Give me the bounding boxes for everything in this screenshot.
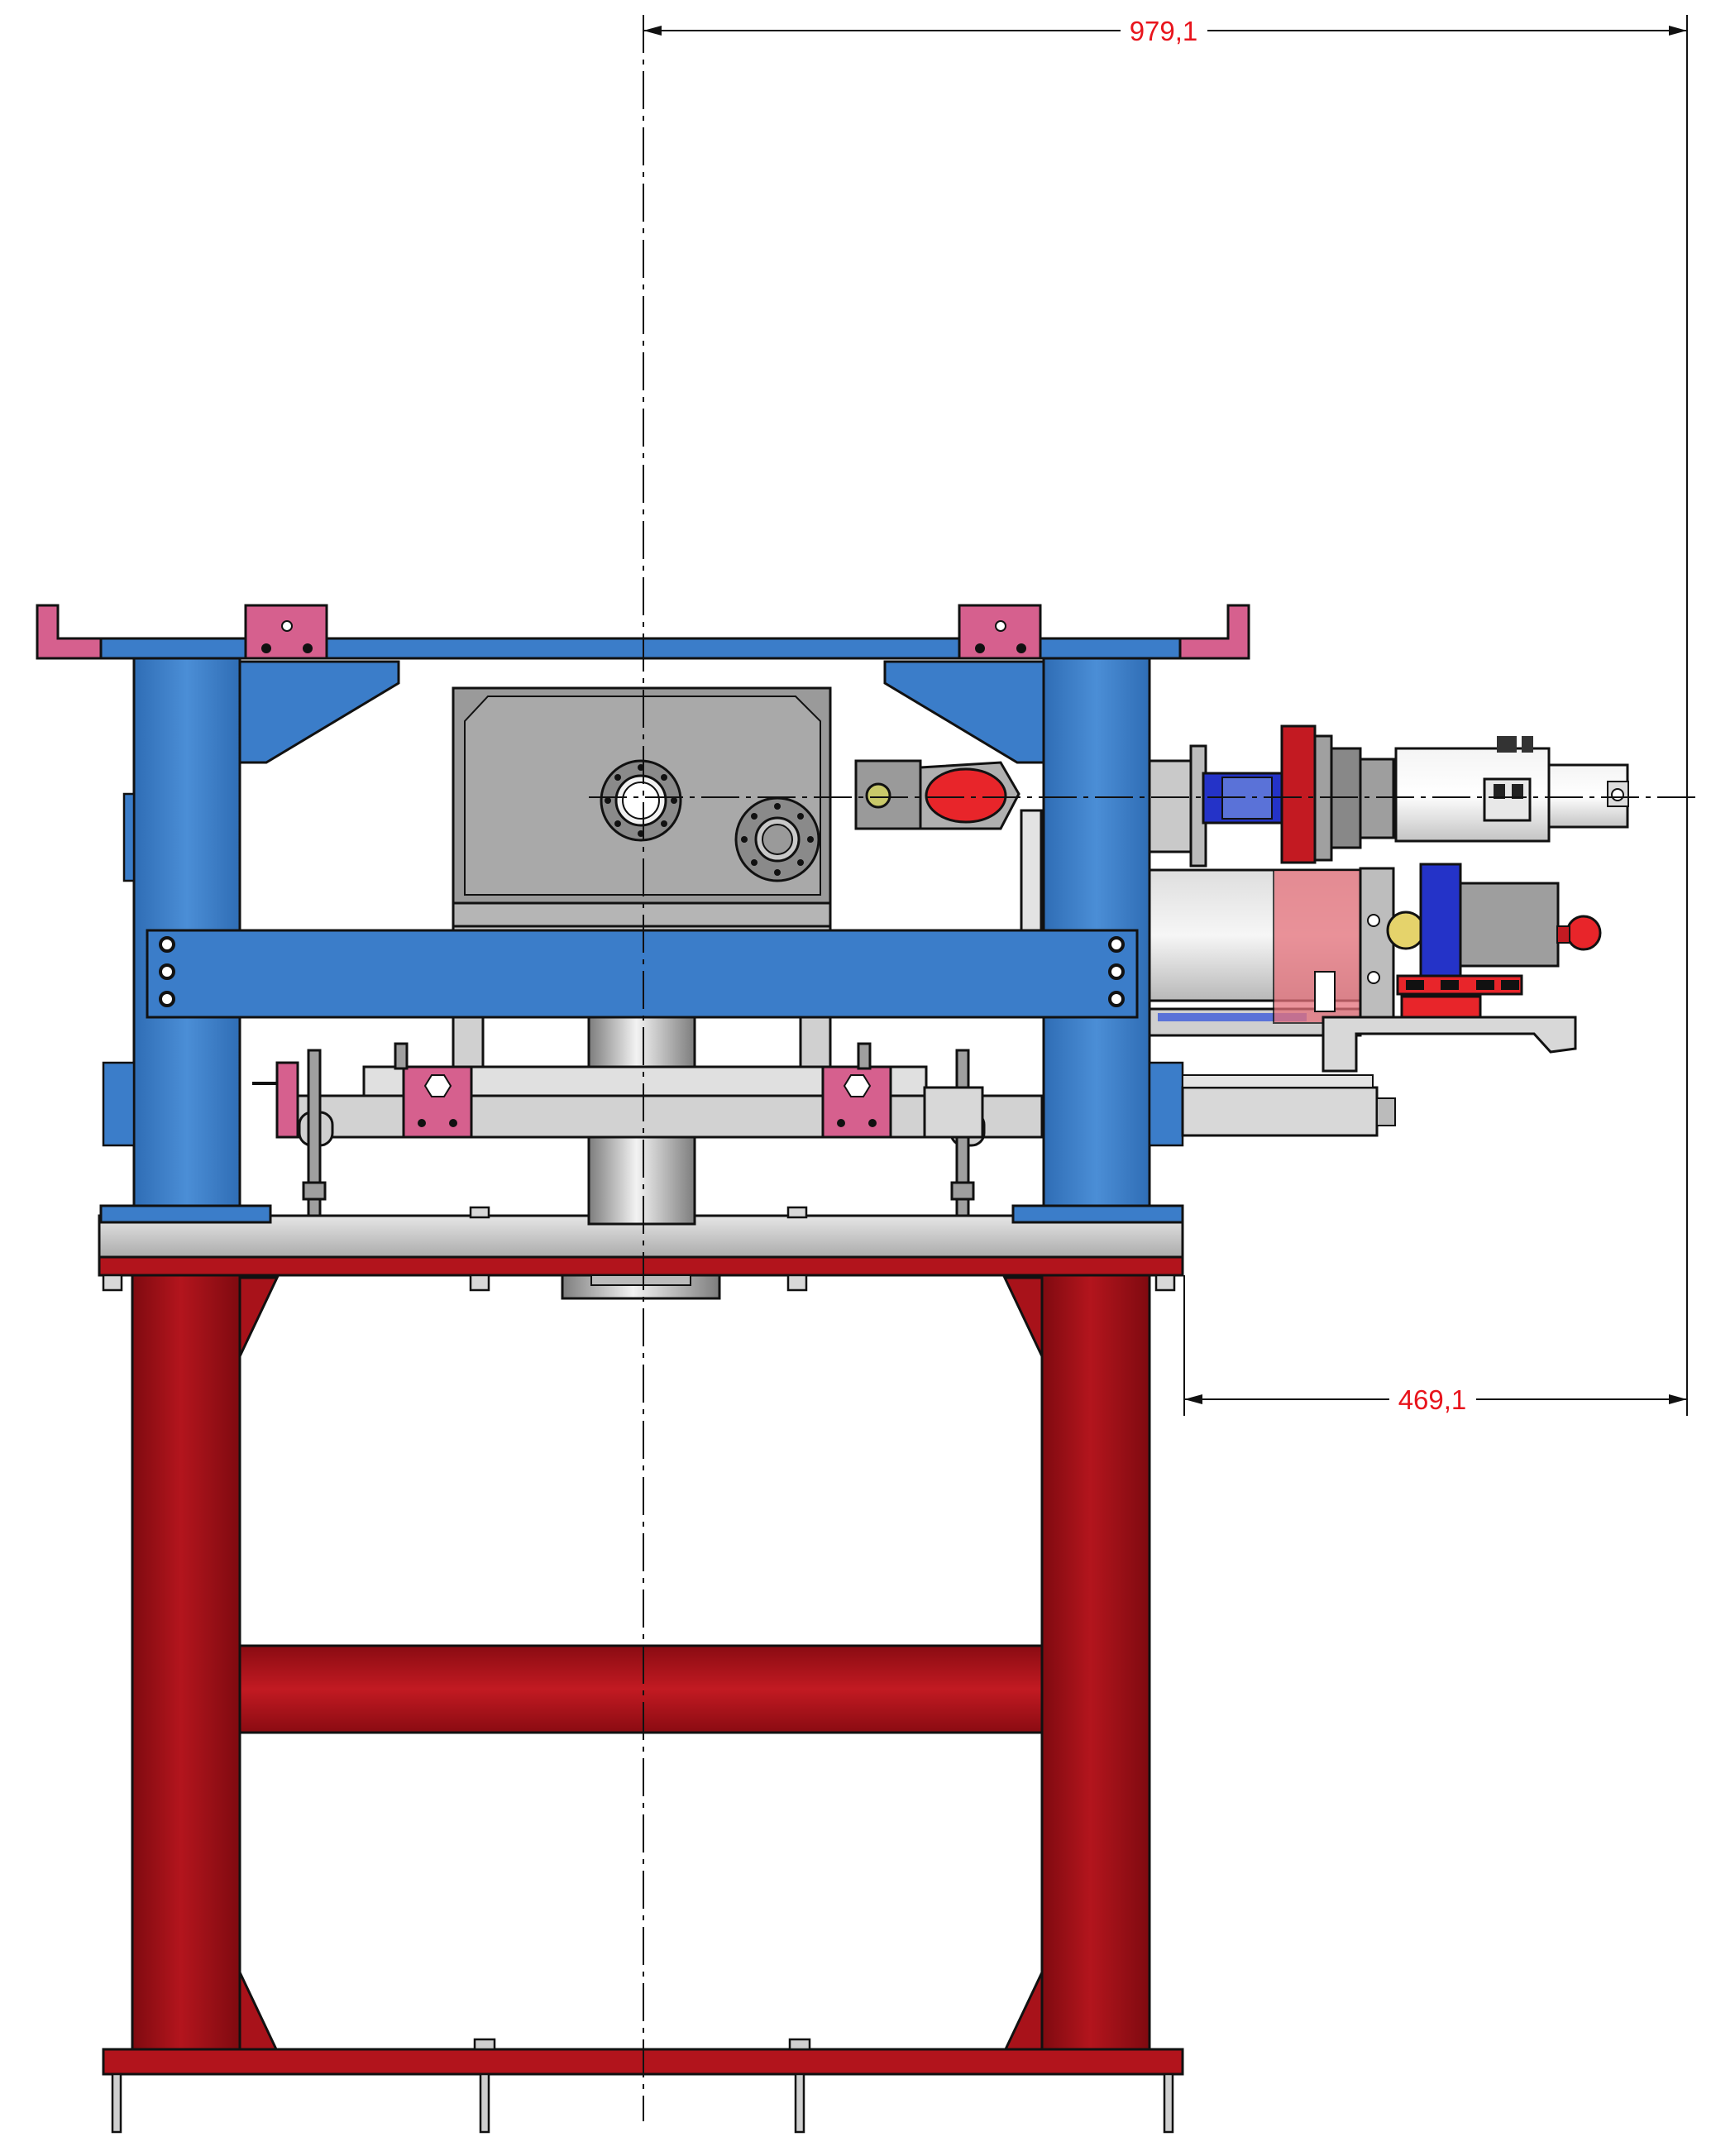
foot-bolts <box>111 2038 1174 2134</box>
red-lower-plate <box>98 1255 1184 1277</box>
linear-actuator <box>1148 863 1602 1137</box>
top-clamp-left <box>244 604 328 660</box>
actuator-bracket <box>1322 1016 1577 1073</box>
handwheel-red <box>1565 915 1602 951</box>
dimension-arrows <box>643 26 1687 1404</box>
plate-bolts <box>102 1206 1176 1292</box>
mid-cross-beam <box>146 929 1139 1019</box>
shaft-flange-neck <box>590 1274 691 1286</box>
upper-gusset-left <box>238 660 400 764</box>
levelling-end-left <box>275 1061 299 1139</box>
servo-motor <box>1394 747 1551 843</box>
motor-assembly <box>1148 724 1629 868</box>
gusset-bottom-left <box>238 1972 280 2053</box>
actuator-rail <box>1181 1086 1379 1137</box>
gusset-top-left <box>238 1276 280 1357</box>
motor-flange-red <box>1280 724 1317 864</box>
gearbox-base <box>452 900 832 928</box>
column-foot-left <box>99 1204 272 1224</box>
column-pad-left-upper <box>122 792 136 882</box>
sensor-unit <box>854 759 1020 830</box>
actuator-end-block <box>1359 867 1395 1031</box>
hook-right <box>1178 604 1250 660</box>
motor-blue-block <box>1419 863 1462 978</box>
column-pad-right-lower <box>1148 1061 1184 1147</box>
hook-left <box>36 604 103 660</box>
actuator-motor <box>1459 882 1560 968</box>
shaft-flange <box>561 1274 721 1300</box>
strut-vertical-right <box>1020 809 1043 932</box>
lower-cross-brace <box>238 1644 1044 1734</box>
gearbox-output-secondary <box>734 796 820 882</box>
gusset-bottom-right <box>1002 1972 1044 2053</box>
lower-leg-left <box>131 1268 241 2065</box>
middle-plate <box>98 1206 1184 1300</box>
bracket-left <box>402 1065 473 1139</box>
upper-gusset-right <box>883 660 1045 764</box>
center-lines <box>589 15 1695 2121</box>
lower-leg-right <box>1040 1268 1151 2065</box>
dimension-label-overhang: 469,1 <box>1398 1384 1467 1415</box>
lower-stand <box>102 1268 1184 2134</box>
gearbox <box>452 686 832 940</box>
levelling-right-block <box>923 1086 984 1139</box>
column-foot-right <box>1011 1204 1184 1224</box>
valve-red-cap <box>925 767 1007 824</box>
levelling-assembly <box>252 1042 1044 1217</box>
top-clamp-right <box>958 604 1042 660</box>
bracket-right <box>821 1065 892 1139</box>
gusset-top-right <box>1002 1276 1044 1357</box>
dimension-lines <box>643 15 1688 1416</box>
gearbox-output-main <box>600 759 682 842</box>
column-pad-left-lower <box>102 1061 136 1147</box>
dimension-label-overall: 979,1 <box>1130 16 1198 46</box>
